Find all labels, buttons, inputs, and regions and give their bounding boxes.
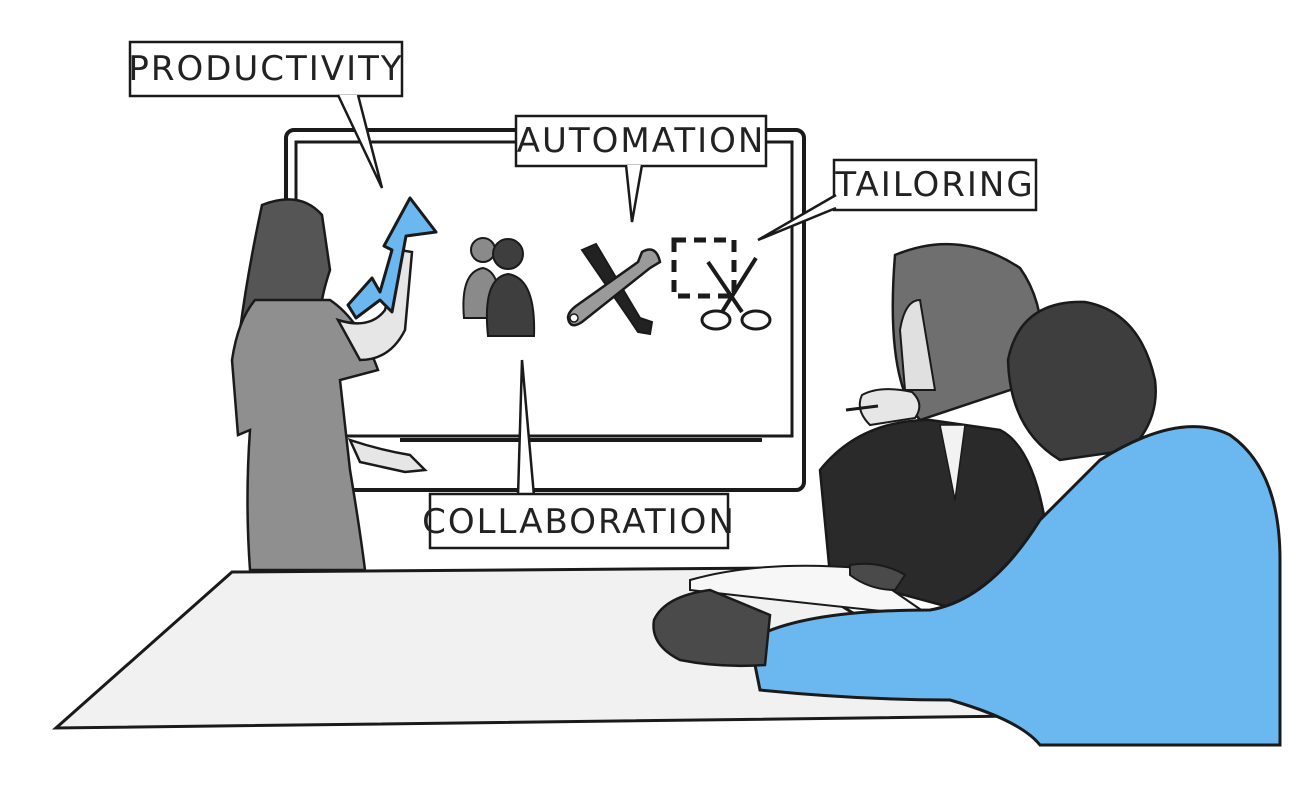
- callout-collaboration-label: COLLABORATION: [422, 502, 736, 542]
- scissors-selection-icon: [671, 237, 772, 331]
- callout-automation: AUTOMATION: [514, 114, 768, 223]
- seated-man-figure: [652, 300, 1282, 747]
- callout-collaboration: COLLABORATION: [422, 359, 736, 550]
- callout-productivity-label: PRODUCTIVITY: [128, 49, 403, 89]
- tools-icon: [566, 242, 662, 336]
- callout-productivity: PRODUCTIVITY: [128, 40, 404, 189]
- callout-tailoring: TAILORING: [757, 158, 1038, 242]
- callout-automation-label: AUTOMATION: [517, 121, 766, 161]
- people-icon: [462, 237, 536, 337]
- callout-tailoring-label: TAILORING: [834, 165, 1034, 205]
- growth-arrow-icon: [346, 196, 438, 320]
